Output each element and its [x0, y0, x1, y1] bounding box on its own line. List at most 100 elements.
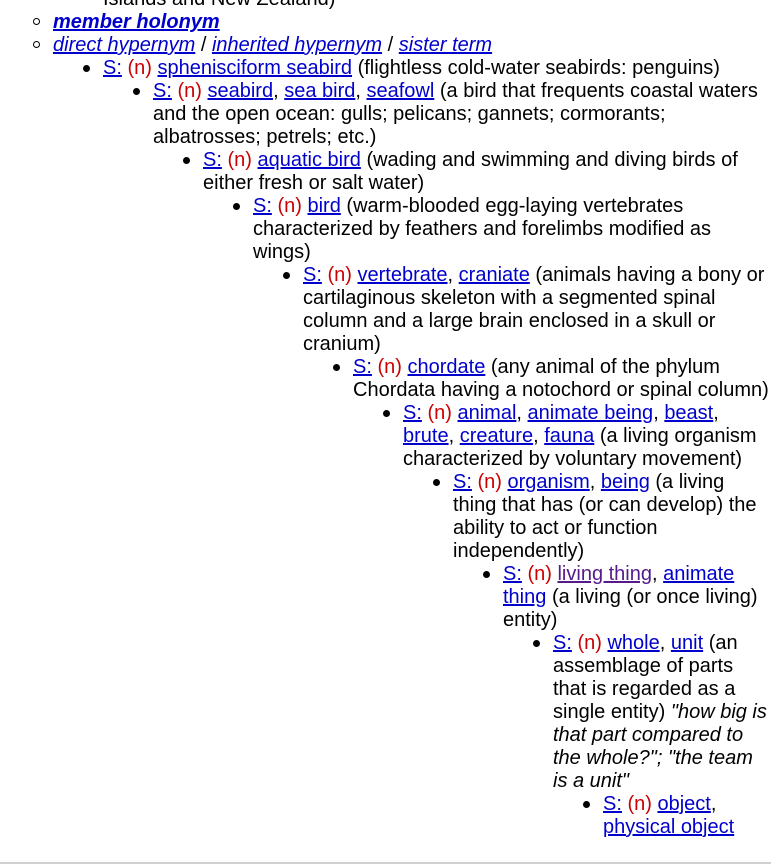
menu-item-hypernym: direct hypernym / inherited hypernym / s…: [33, 34, 771, 839]
word-link[interactable]: beast: [664, 402, 714, 424]
word-link[interactable]: brute: [403, 425, 449, 447]
pos-label: (n): [277, 195, 302, 217]
hypernym-level: S: (n) whole, unit (an assemblage of par…: [503, 632, 771, 839]
synset-s-link[interactable]: S:: [253, 195, 272, 217]
word-link[interactable]: object: [657, 793, 711, 815]
pos-label: (n): [377, 356, 402, 378]
pos-label: (n): [227, 149, 252, 171]
bottom-divider: [0, 862, 771, 864]
hypernym-level: S: (n) sphenisciform seabird (flightless…: [53, 57, 771, 839]
gloss: (a bird that frequents coastal waters an…: [153, 80, 758, 148]
synset-item: S: (n) organism, being (a living thing t…: [433, 471, 771, 839]
word-link[interactable]: being: [600, 471, 650, 493]
menu-item-member-holonym: member holonym: [33, 11, 771, 34]
synset-item: S: (n) seabird, sea bird, seafowl (a bir…: [133, 80, 771, 839]
synset-s-link[interactable]: S:: [403, 402, 422, 424]
gloss: (animals having a bony or cartilaginous …: [303, 264, 765, 355]
hypernym-level: S: (n) bird (warm-blooded egg-laying ver…: [203, 195, 771, 839]
synset-item: S: (n) animal, animate being, beast, bru…: [383, 402, 771, 839]
synset-item: S: (n) object, physical object: [583, 793, 771, 839]
synset-item: S: (n) whole, unit (an assemblage of par…: [533, 632, 771, 839]
word-link[interactable]: animate being: [527, 402, 654, 424]
comma: ,: [589, 471, 596, 493]
comma: ,: [448, 425, 455, 447]
hypernym-level: S: (n) aquatic bird (wading and swimming…: [153, 149, 771, 839]
hypernym-level: S: (n) animal, animate being, beast, bru…: [353, 402, 771, 839]
synset-item: S: (n) aquatic bird (wading and swimming…: [183, 149, 771, 839]
pos-label: (n): [127, 57, 152, 79]
comma: ,: [659, 632, 666, 654]
word-link[interactable]: whole: [607, 632, 660, 654]
hypernym-level: S: (n) organism, being (a living thing t…: [403, 471, 771, 839]
comma: ,: [447, 264, 454, 286]
synset-s-link[interactable]: S:: [203, 149, 222, 171]
comma: ,: [710, 793, 717, 815]
word-link[interactable]: physical object: [603, 816, 735, 838]
gloss: (flightless cold-water seabirds: penguin…: [357, 57, 720, 79]
comma: ,: [273, 80, 279, 102]
synset-item: S: (n) vertebrate, craniate (animals hav…: [283, 264, 771, 839]
word-link[interactable]: aquatic bird: [257, 149, 361, 171]
comma: ,: [652, 563, 658, 585]
pos-label: (n): [427, 402, 452, 424]
relation-list: member holonym direct hypernym / inherit…: [33, 0, 771, 839]
hypernym-level: S: (n) chordate (any animal of the phylu…: [303, 356, 771, 839]
synset-s-link[interactable]: S:: [153, 80, 172, 102]
word-link[interactable]: creature: [459, 425, 534, 447]
word-link[interactable]: sphenisciform seabird: [157, 57, 353, 79]
direct-hypernym-link[interactable]: direct hypernym: [53, 34, 196, 56]
synset-s-link[interactable]: S:: [103, 57, 122, 79]
gloss: (a living thing that has (or can develop…: [453, 471, 757, 562]
synset-s-link[interactable]: S:: [553, 632, 572, 654]
gloss: (a living organism characterized by volu…: [403, 425, 757, 470]
synset-s-link[interactable]: S:: [303, 264, 322, 286]
synset-s-link[interactable]: S:: [353, 356, 372, 378]
word-link[interactable]: seabird: [207, 80, 274, 102]
word-link[interactable]: craniate: [458, 264, 530, 286]
hypernym-level: S: (n) vertebrate, craniate (animals hav…: [253, 264, 771, 839]
synset-s-link[interactable]: S:: [503, 563, 522, 585]
synset-s-link[interactable]: S:: [453, 471, 472, 493]
hypernym-level: S: (n) seabird, sea bird, seafowl (a bir…: [103, 80, 771, 839]
word-link[interactable]: animate thing: [503, 563, 735, 608]
inherited-hypernym-link[interactable]: inherited hypernym: [211, 34, 383, 56]
example-sentence: "how big is that part compared to the wh…: [553, 701, 767, 792]
pos-label: (n): [177, 80, 202, 102]
gloss: (a living (or once living) entity): [503, 586, 758, 631]
word-link[interactable]: organism: [507, 471, 590, 493]
word-link[interactable]: chordate: [407, 356, 486, 378]
comma: ,: [516, 402, 522, 424]
pos-label: (n): [477, 471, 502, 493]
comma: ,: [713, 402, 719, 424]
word-link[interactable]: bird: [307, 195, 341, 217]
word-link[interactable]: living thing: [557, 563, 652, 585]
gloss: (an assemblage of parts that is regarded…: [553, 632, 738, 723]
word-link[interactable]: sea bird: [284, 80, 356, 102]
comma: ,: [533, 425, 539, 447]
pos-label: (n): [627, 793, 652, 815]
synset-s-link[interactable]: S:: [603, 793, 622, 815]
pos-label: (n): [577, 632, 602, 654]
gloss: (wading and swimming and diving birds of…: [203, 149, 738, 194]
synset-item: S: (n) living thing, animate thing (a li…: [483, 563, 771, 839]
separator: /: [200, 34, 207, 56]
gloss: (any animal of the phylum Chordata havin…: [353, 356, 769, 401]
member-holonym-link[interactable]: member holonym: [53, 11, 220, 33]
word-link[interactable]: fauna: [544, 425, 595, 447]
word-link[interactable]: seafowl: [366, 80, 435, 102]
word-link[interactable]: unit: [670, 632, 704, 654]
hypernym-level: S: (n) living thing, animate thing (a li…: [453, 563, 771, 839]
pos-label: (n): [327, 264, 352, 286]
hypernym-level: S: (n) object, physical object: [553, 793, 771, 839]
sister-term-link[interactable]: sister term: [398, 34, 493, 56]
word-link[interactable]: vertebrate: [357, 264, 448, 286]
hypernym-tree: S: (n) sphenisciform seabird (flightless…: [53, 57, 771, 839]
separator: /: [387, 34, 394, 56]
pos-label: (n): [527, 563, 552, 585]
synset-item: S: (n) chordate (any animal of the phylu…: [333, 356, 771, 839]
gloss: (warm-blooded egg-laying vertebrates cha…: [253, 195, 712, 263]
word-link[interactable]: animal: [457, 402, 517, 424]
comma: ,: [653, 402, 659, 424]
synset-item: S: (n) bird (warm-blooded egg-laying ver…: [233, 195, 771, 839]
synset-item: S: (n) sphenisciform seabird (flightless…: [83, 57, 771, 839]
